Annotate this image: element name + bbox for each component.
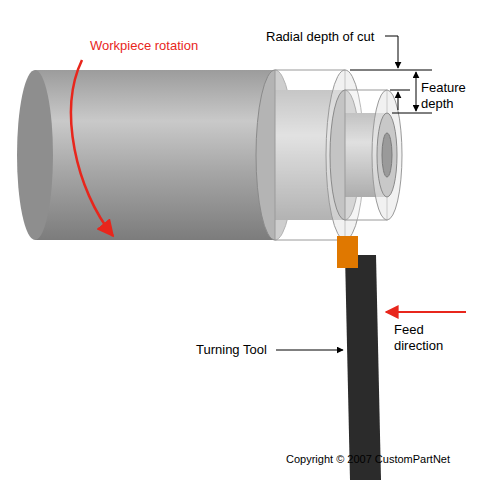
rotation-label: Workpiece rotation xyxy=(90,38,198,54)
tool-leader xyxy=(276,350,343,351)
tool-label: Turning Tool xyxy=(196,342,267,358)
turning-tool xyxy=(337,236,381,480)
dimension-lines xyxy=(350,36,432,113)
feed-arrow xyxy=(386,311,466,313)
rotation-arrow xyxy=(71,60,113,236)
dimension-label: Feature depth xyxy=(421,80,477,111)
dimension-label: Radial depth of cut xyxy=(266,29,374,45)
feed-label: Feed direction xyxy=(394,322,460,353)
copyright-note: Copyright © 2007 CustomPartNet xyxy=(286,453,450,466)
